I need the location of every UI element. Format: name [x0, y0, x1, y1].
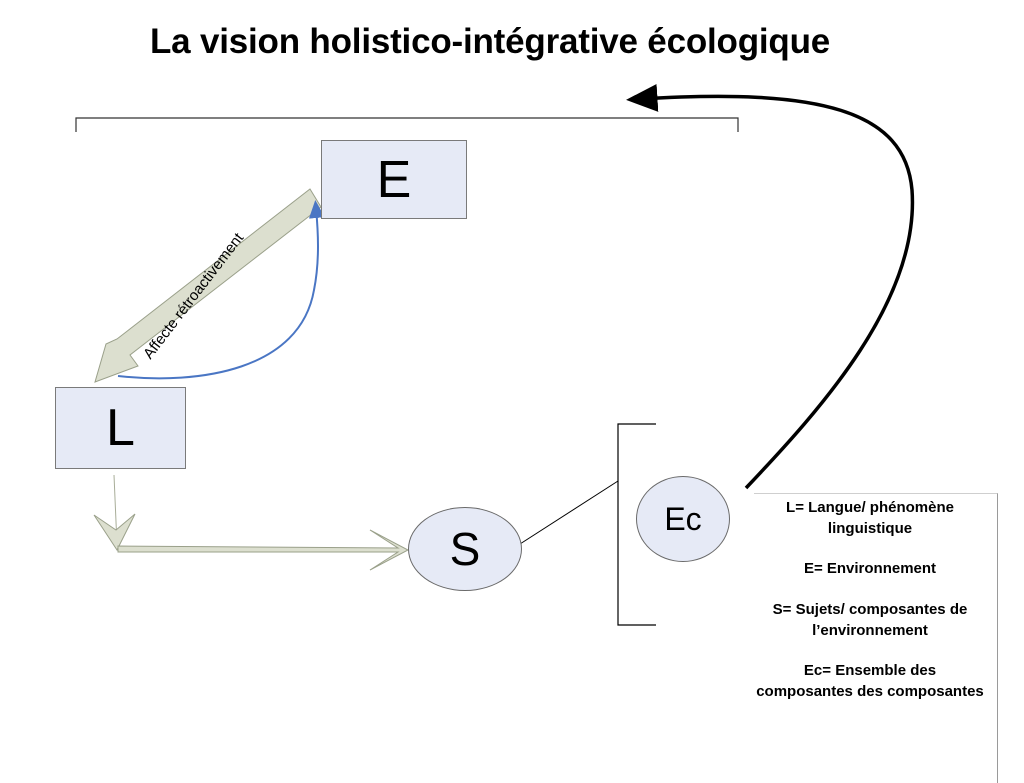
node-e: E	[321, 140, 467, 219]
feedback-curve-arrow	[117, 200, 325, 380]
s-ec-connector	[519, 480, 619, 545]
legend-panel	[754, 493, 998, 783]
legend-e: E= Environnement	[803, 560, 937, 577]
node-e-label: E	[376, 150, 412, 209]
legend-l: L= Langue/ phénomène linguistique	[786, 499, 954, 537]
node-s: S	[408, 507, 522, 591]
node-ec: Ec	[636, 476, 730, 562]
legend-ec: Ec= Ensemble des composantes des composa…	[756, 662, 984, 700]
l-down-arrowhead	[93, 513, 136, 552]
top-bracket	[75, 117, 739, 132]
arrow-to-s	[117, 529, 410, 571]
page-title: La vision holistico-intégrative écologiq…	[150, 22, 831, 61]
node-ec-label: Ec	[664, 501, 702, 537]
block-arrow-e-to-l	[94, 188, 322, 383]
ec-bracket	[617, 423, 656, 626]
node-l: L	[55, 387, 186, 469]
node-s-label: S	[449, 523, 481, 575]
node-l-label: L	[106, 399, 135, 457]
global-feedback-arrow	[626, 83, 915, 490]
legend-s: S= Sujets/ composantes de l’environnemen…	[772, 601, 968, 639]
